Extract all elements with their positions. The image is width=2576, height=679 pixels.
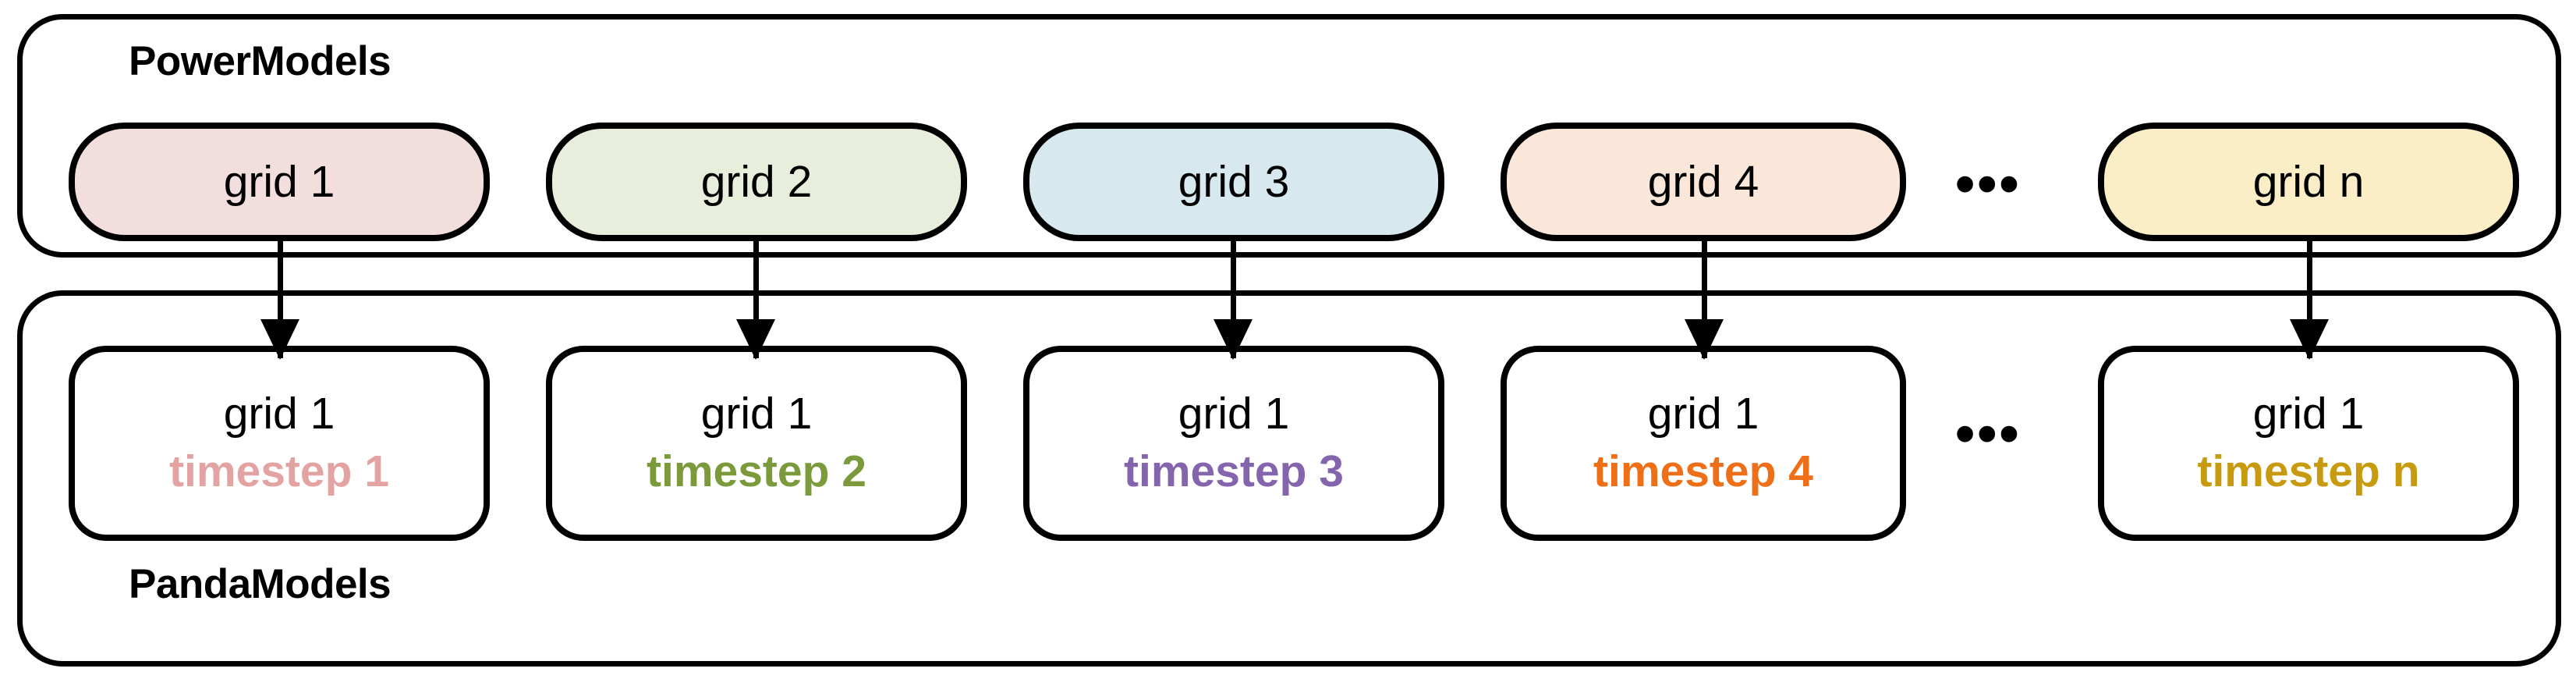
arrow-down-icon-4: [1685, 241, 1724, 360]
timestep-box-2[interactable]: grid 1 timestep 2: [546, 346, 967, 541]
grid-box-4-label: grid 4: [1647, 156, 1759, 207]
timestep-box-1[interactable]: grid 1 timestep 1: [69, 346, 490, 541]
timestep-box-2-step-label: timestep 2: [647, 446, 866, 496]
arrow-down-icon-1: [260, 241, 299, 360]
powermodels-label: PowerModels: [129, 38, 392, 84]
timestep-box-2-grid-label: grid 1: [700, 389, 813, 439]
timestep-box-n-step-label: timestep n: [2197, 446, 2420, 496]
grid-box-3-label: grid 3: [1178, 156, 1290, 207]
grid-box-2-label: grid 2: [700, 156, 813, 207]
arrow-down-icon-2: [736, 241, 775, 360]
ellipsis-top-row: •••: [1955, 153, 2021, 215]
timestep-box-1-grid-label: grid 1: [223, 389, 335, 439]
grid-box-n-label: grid n: [2252, 156, 2365, 207]
pandamodels-label: PandaModels: [129, 561, 392, 607]
grid-box-n[interactable]: grid n: [2098, 123, 2519, 241]
grid-box-3[interactable]: grid 3: [1023, 123, 1444, 241]
arrow-down-icon-n: [2290, 241, 2329, 360]
timestep-box-n[interactable]: grid 1 timestep n: [2098, 346, 2519, 541]
timestep-box-4-grid-label: grid 1: [1647, 389, 1759, 439]
timestep-box-1-step-label: timestep 1: [169, 446, 389, 496]
timestep-box-4[interactable]: grid 1 timestep 4: [1501, 346, 1906, 541]
timestep-box-n-grid-label: grid 1: [2252, 389, 2365, 439]
grid-box-1-label: grid 1: [223, 156, 335, 207]
timestep-box-3-grid-label: grid 1: [1178, 389, 1290, 439]
grid-box-1[interactable]: grid 1: [69, 123, 490, 241]
ellipsis-bottom-row: •••: [1955, 403, 2021, 465]
pandamodels-container: [17, 290, 2561, 667]
grid-box-2[interactable]: grid 2: [546, 123, 967, 241]
grid-box-4[interactable]: grid 4: [1501, 123, 1906, 241]
arrow-down-icon-3: [1214, 241, 1253, 360]
timestep-box-4-step-label: timestep 4: [1593, 446, 1813, 496]
timestep-box-3-step-label: timestep 3: [1124, 446, 1344, 496]
powermodels-container: [17, 14, 2561, 258]
timestep-box-3[interactable]: grid 1 timestep 3: [1023, 346, 1444, 541]
